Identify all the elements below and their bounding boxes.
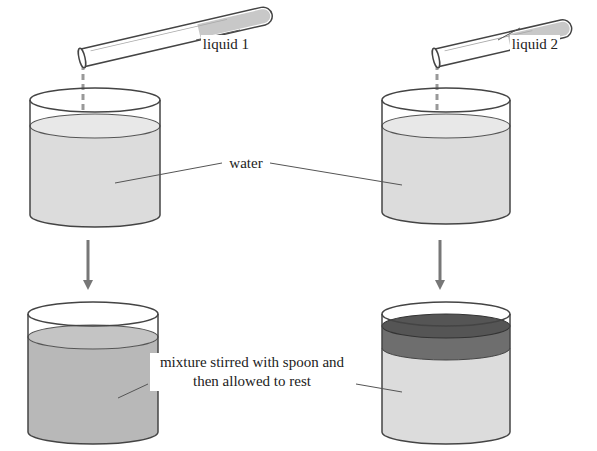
label-text: water — [227, 154, 264, 173]
label-text: liquid 1 — [201, 35, 251, 54]
label-text: mixture stirred with spoon and then allo… — [150, 353, 354, 391]
beaker — [382, 88, 510, 224]
test-tube — [77, 4, 274, 68]
test-tube — [431, 17, 574, 68]
beaker — [382, 302, 510, 444]
label-text: liquid 2 — [510, 35, 560, 54]
leader-lines — [115, 28, 520, 398]
beaker — [30, 88, 160, 227]
beaker — [28, 302, 158, 444]
